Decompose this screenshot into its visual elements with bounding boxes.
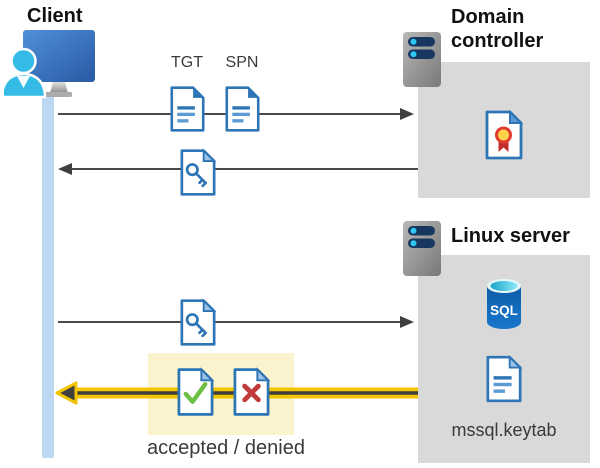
tgt-label: TGT (171, 54, 203, 71)
keytab-filename-label: mssql.keytab (451, 420, 557, 440)
check-icon (183, 382, 208, 404)
client-to-linux-request-arrow (58, 316, 414, 328)
certificate-document-icon (485, 110, 524, 160)
sql-label: SQL (490, 303, 518, 318)
person-head (10, 47, 37, 75)
linux-server-icon (403, 221, 441, 276)
denied-cross-document-icon (233, 367, 271, 416)
client-user-monitor-icon (4, 30, 95, 99)
key-document-icon (180, 148, 217, 196)
result-label: accepted / denied (147, 437, 305, 459)
spn-label: SPN (225, 54, 259, 71)
domain-controller-server-icon (403, 32, 441, 87)
spn-document-icon (225, 86, 260, 132)
tgt-document-icon (170, 86, 205, 132)
monitor-icon (23, 30, 95, 82)
sql-database-icon: SQL (487, 279, 521, 329)
seal-icon (495, 126, 512, 144)
linux-server-title: Linux server (451, 225, 570, 247)
key-document-icon (180, 298, 217, 346)
client-title: Client (27, 5, 83, 27)
accepted-check-document-icon (177, 367, 215, 416)
client-timeline-bar (42, 94, 54, 458)
keytab-document-icon (486, 354, 523, 403)
dc-to-client-reply-arrow (58, 163, 418, 175)
monitor-stand (50, 82, 68, 93)
domain-controller-title: Domain controller (451, 6, 544, 52)
